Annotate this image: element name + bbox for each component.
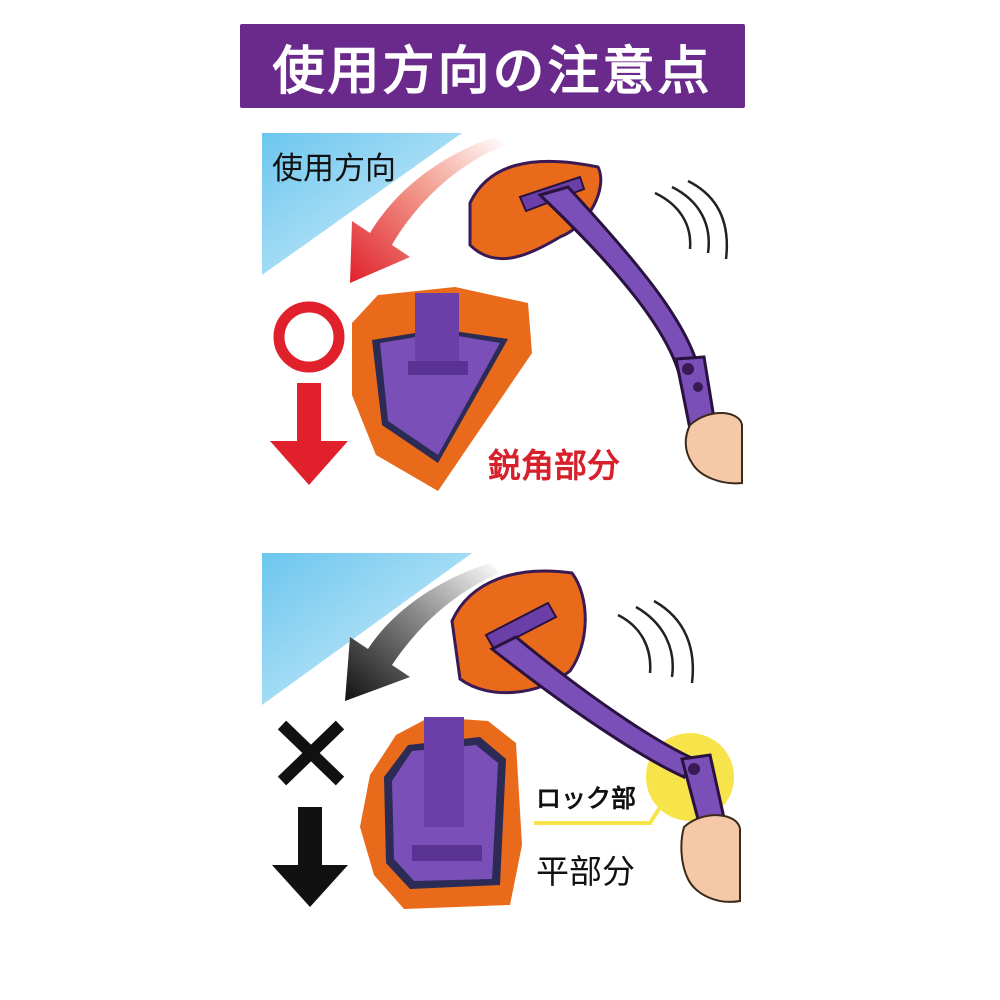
- direction-arrow-icon: [350, 137, 505, 283]
- direction-label: 使用方向: [272, 151, 396, 187]
- wrong-usage-panel: ロック部 平部分: [0, 545, 1000, 965]
- pad-flat-side: [360, 717, 522, 909]
- down-arrow-icon: [270, 383, 348, 485]
- circle-ok-icon: [273, 301, 345, 373]
- motion-lines: [654, 179, 729, 260]
- lock-part-label: ロック部: [536, 784, 637, 813]
- wrong-usage-illustration: [262, 553, 741, 909]
- cross-ng-icon: [277, 720, 345, 786]
- acute-edge-label: 鋭角部分: [488, 446, 620, 485]
- motion-lines: [617, 599, 694, 684]
- direction-arrow-icon: [345, 563, 500, 701]
- sky-wedge: [262, 133, 462, 275]
- sky-wedge: [262, 553, 472, 705]
- correct-usage-illustration: [262, 133, 743, 491]
- down-arrow-icon: [272, 807, 348, 907]
- title-banner: 使用方向の注意点: [240, 24, 745, 108]
- flat-edge-label: 平部分: [536, 852, 635, 891]
- cleaner-tool-bottom: [450, 569, 732, 851]
- pad-acute-side: [352, 287, 532, 491]
- page-title: 使用方向の注意点: [272, 41, 713, 102]
- lock-callout-line: [534, 793, 670, 825]
- hand-top: [684, 411, 743, 485]
- correct-usage-panel: 使用方向 鋭角部分: [0, 125, 1000, 505]
- hand-bottom: [680, 814, 741, 903]
